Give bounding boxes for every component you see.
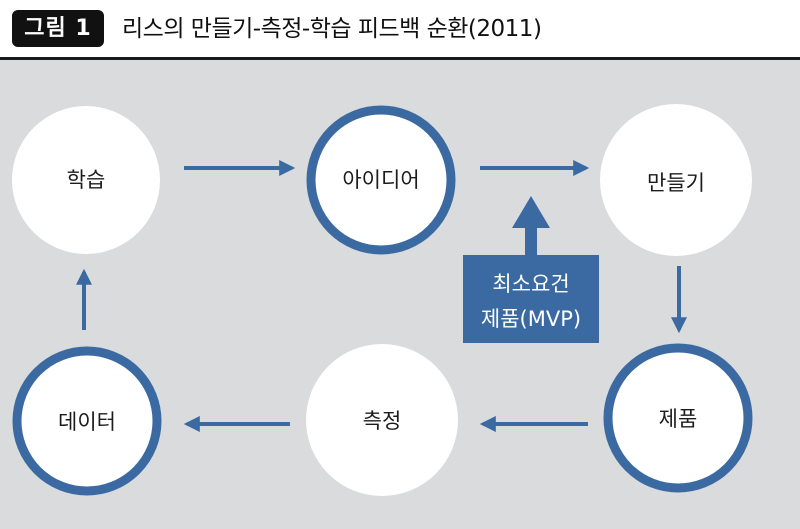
node-measure: 측정 <box>306 344 458 496</box>
node-learn: 학습 <box>12 106 160 254</box>
node-product: 제품 <box>603 343 753 493</box>
node-build-label: 만들기 <box>647 171 705 195</box>
node-product-label: 제품 <box>659 407 698 431</box>
mvp-box: 최소요건 제품(MVP) <box>463 255 599 343</box>
node-measure-label: 측정 <box>363 409 402 433</box>
figure-header: 그림 1 리스의 만들기-측정-학습 피드백 순환(2011) <box>0 0 800 62</box>
header-divider <box>0 57 800 60</box>
node-idea: 아이디어 <box>306 105 456 255</box>
node-data: 데이터 <box>12 346 162 496</box>
node-build: 만들기 <box>600 104 752 256</box>
node-data-label: 데이터 <box>58 410 116 434</box>
mvp-label-line1: 최소요건 <box>492 272 569 296</box>
diagram-canvas: 학습 아이디어 만들기 제품 측정 데이터 <box>0 60 800 529</box>
node-learn-label: 학습 <box>67 168 106 192</box>
cycle-diagram: 학습 아이디어 만들기 제품 측정 데이터 <box>12 104 753 496</box>
mvp-up-arrow <box>512 196 550 258</box>
figure-number-badge: 그림 1 <box>12 10 104 47</box>
figure-title: 리스의 만들기-측정-학습 피드백 순환(2011) <box>122 16 542 42</box>
mvp-label-line2: 제품(MVP) <box>481 307 581 331</box>
node-idea-label: 아이디어 <box>342 168 419 192</box>
